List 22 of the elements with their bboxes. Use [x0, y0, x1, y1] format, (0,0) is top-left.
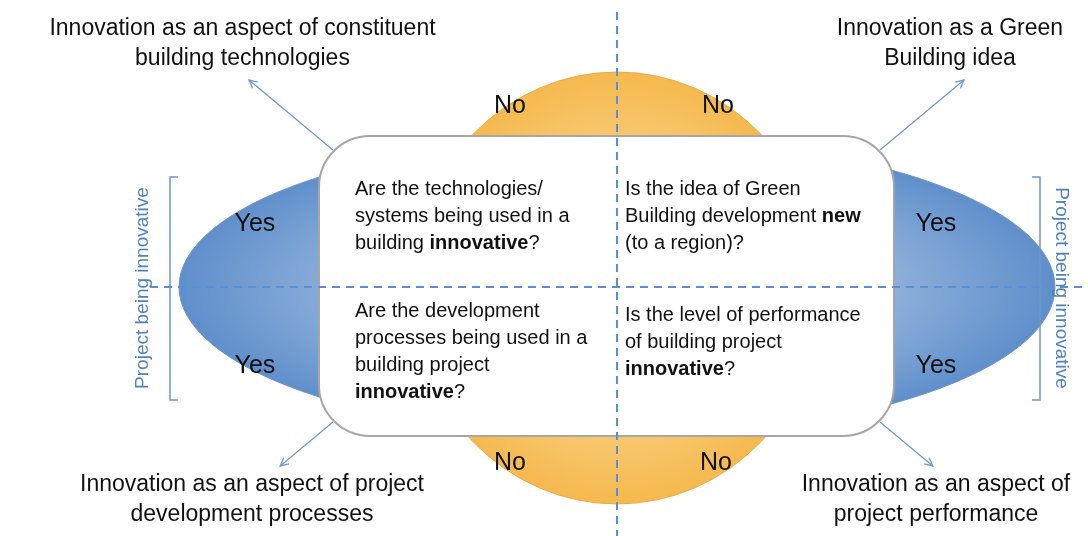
arrow	[879, 79, 965, 151]
arrow	[248, 79, 334, 151]
question-text: Are the technologies/ systems being used in a building innovative?	[355, 175, 605, 265]
arrow	[279, 421, 334, 467]
no-label: No	[702, 89, 734, 119]
caption-text: Innovation as a Green Building idea	[812, 12, 1088, 78]
no-label: No	[494, 446, 526, 476]
yes-label: Yes	[915, 349, 957, 379]
question-text: Are the development processes being used in a building project innovative?	[355, 297, 605, 417]
question-text: Is the level of performance of building project innovative?	[625, 301, 875, 391]
yes-label: Yes	[234, 207, 276, 237]
side-label: Project being innovative	[130, 187, 153, 389]
arrow	[879, 421, 934, 467]
yes-label: Yes	[234, 349, 276, 379]
caption-text: Innovation as an aspect of project development processes	[38, 468, 466, 534]
yes-label: Yes	[915, 207, 957, 237]
caption-text: Innovation as an aspect of constituent building technologies	[20, 12, 465, 78]
no-label: No	[700, 446, 732, 476]
side-label: Project being innovative	[1050, 187, 1073, 389]
question-text: Is the idea of Green Building development new (to a region)?	[625, 175, 865, 265]
rounded-panel	[318, 135, 895, 437]
caption-text: Innovation as an aspect of project performance	[786, 468, 1086, 534]
